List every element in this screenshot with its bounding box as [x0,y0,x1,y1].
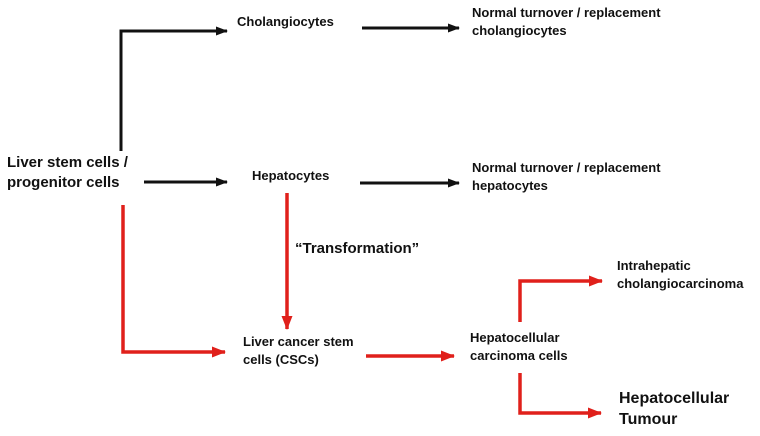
node-liver-stem-cells: Liver stem cells / progenitor cells [7,154,128,191]
node-liver-cancer-stem-cells: Liver cancer stem cells (CSCs) [243,334,354,367]
node-cholangiocytes: Cholangiocytes [237,14,334,29]
node-hepatocellular-tumour: Hepatocellular Tumour [619,390,730,428]
node-hepatocytes: Hepatocytes [252,168,330,183]
arrow-hcc-cells-to-tumour [518,373,602,419]
arrow-hcc-cells-to-intrahepatic [518,275,603,322]
arrow-stem-to-cholangiocytes [119,26,228,151]
node-intrahepatic-cholangiocarcinoma: Intrahepatic cholangiocarcinoma [617,258,744,291]
node-normal-turnover-hepatocytes: Normal turnover / replacement hepatocyte… [472,160,661,193]
transformation-annotation: “Transformation” [295,240,420,257]
node-hepatocellular-carcinoma-cells: Hepatocellular carcinoma cells [470,330,568,363]
node-normal-turnover-cholangiocytes: Normal turnover / replacement cholangioc… [472,5,661,38]
arrow-stem-to-cscs [121,205,226,358]
